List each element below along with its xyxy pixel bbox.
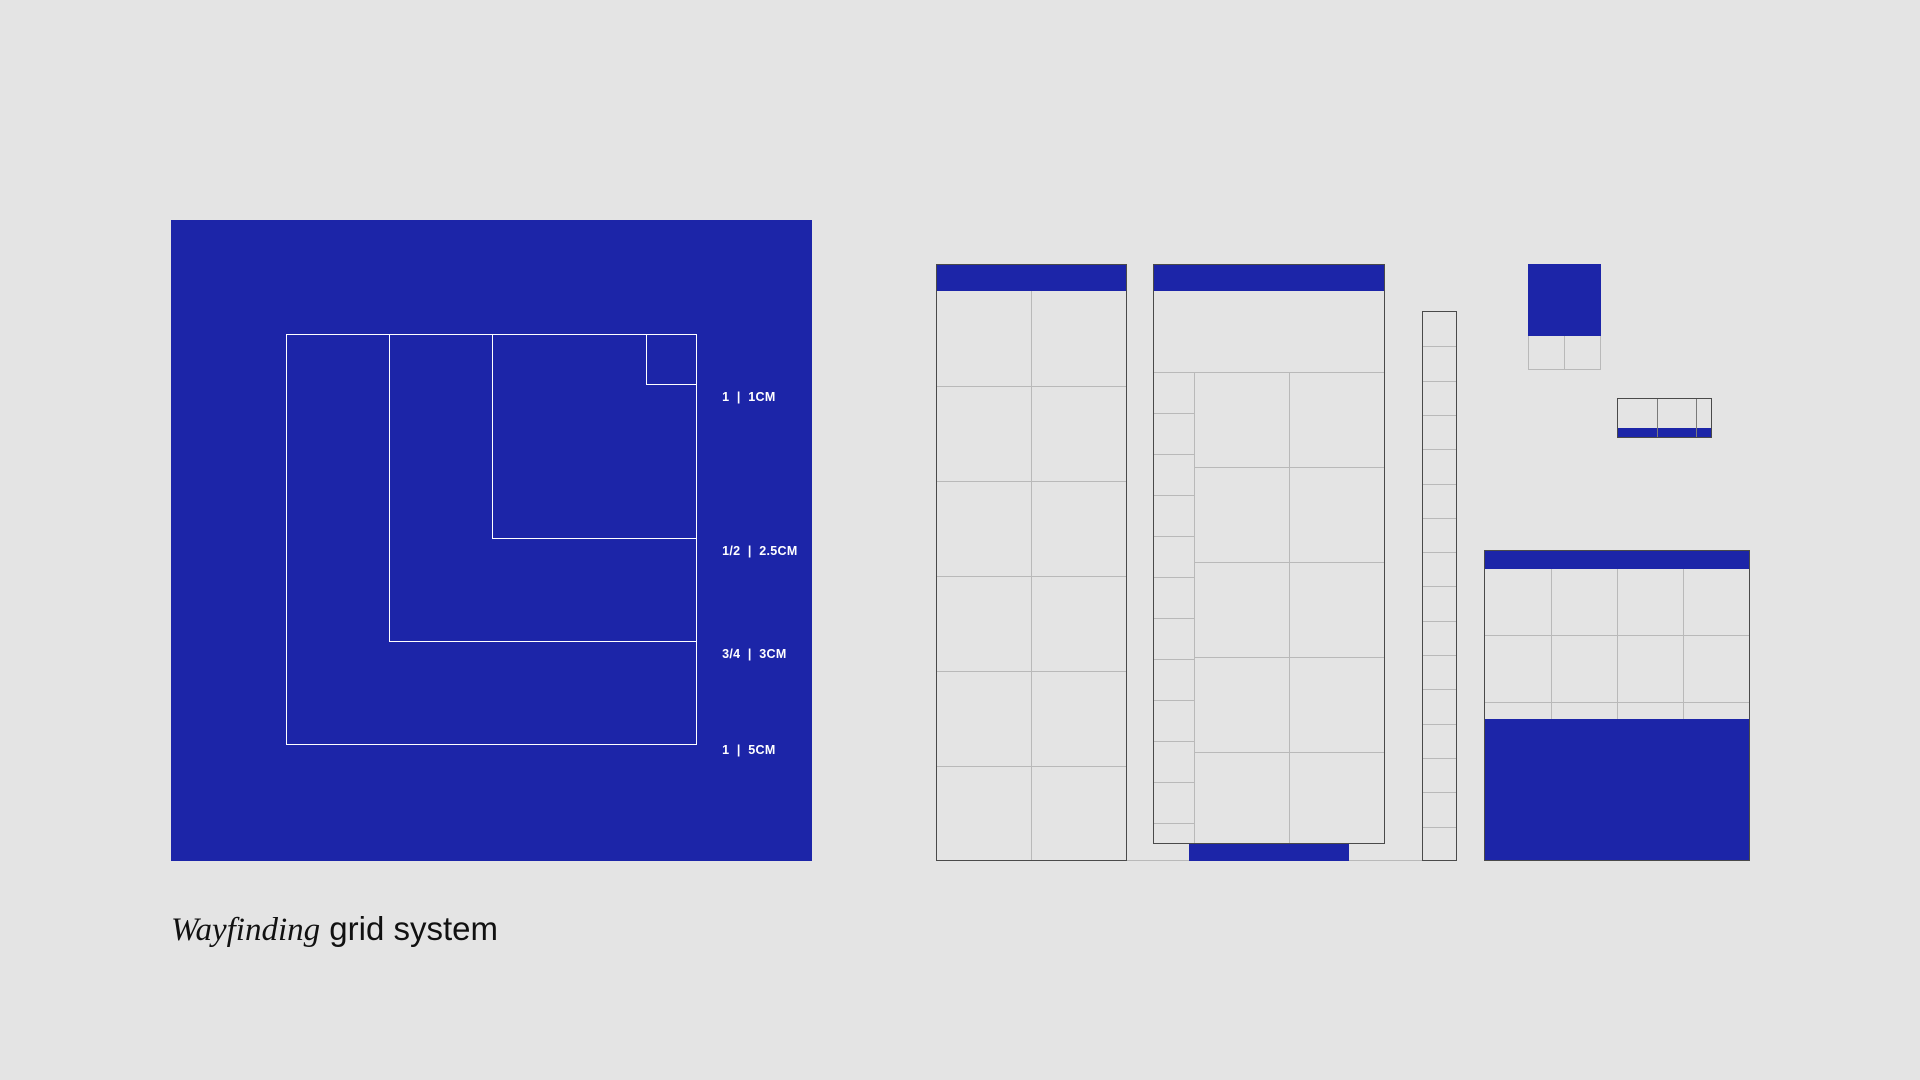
grid-column-line	[1683, 569, 1684, 719]
block-fill	[1528, 264, 1601, 336]
scale-label-2-5cm: 1/2 | 2.5CM	[722, 544, 798, 558]
strip-cell-line	[1423, 758, 1456, 759]
strip-row-line	[1154, 536, 1194, 537]
layout-b-footer-bar	[1189, 844, 1349, 861]
scale-label-5cm: 1 | 5CM	[722, 743, 776, 757]
grid-row-line	[937, 481, 1126, 482]
grid-column-line	[1657, 399, 1658, 437]
scale-label-1cm: 1 | 1CM	[722, 390, 776, 404]
caption-italic: Wayfinding	[171, 912, 321, 948]
strip-cell-line	[1423, 586, 1456, 587]
scale-square-2-5cm	[492, 334, 697, 539]
strip-cell-line	[1423, 792, 1456, 793]
strip-cell-line	[1423, 552, 1456, 553]
strip-cell-line	[1423, 415, 1456, 416]
grid-row-line	[937, 671, 1126, 672]
scale-square-1cm	[646, 334, 697, 385]
grid-column-line	[1696, 399, 1697, 437]
grid-row-line	[1485, 635, 1749, 636]
strip-row-line	[1154, 577, 1194, 578]
grid-row-line	[937, 386, 1126, 387]
grid-row-line	[1194, 752, 1384, 753]
grid-row-line	[1194, 467, 1384, 468]
footer-bar	[1618, 428, 1711, 437]
caption-rest: grid system	[320, 910, 498, 947]
strip-row-line	[1154, 741, 1194, 742]
header-bar	[1485, 551, 1749, 569]
grid-column-line	[1617, 569, 1618, 719]
strip-cell-line	[1423, 518, 1456, 519]
grid-row-line	[1194, 657, 1384, 658]
strip-cell-line	[1423, 621, 1456, 622]
strip-row-line	[1154, 700, 1194, 701]
strip-cell-line	[1423, 689, 1456, 690]
scale-label-3cm: 3/4 | 3CM	[722, 647, 787, 661]
strip-cell-line	[1423, 381, 1456, 382]
sign-layout-d	[1528, 264, 1601, 370]
sign-layout-e	[1617, 398, 1712, 438]
sign-layout-b	[1153, 264, 1385, 844]
strip-row-line	[1154, 454, 1194, 455]
strip-row-line	[1154, 782, 1194, 783]
grid-column-line	[1564, 336, 1565, 369]
strip-cell-line	[1423, 655, 1456, 656]
strip-cell-line	[1423, 449, 1456, 450]
strip-cell-line	[1423, 484, 1456, 485]
sign-layout-a	[936, 264, 1127, 861]
grid-row-line	[937, 766, 1126, 767]
side-strip-line	[1194, 372, 1195, 843]
grid-row-line	[937, 576, 1126, 577]
grid-column-line	[1289, 372, 1290, 843]
strip-row-line	[1154, 413, 1194, 414]
strip-cell-line	[1423, 827, 1456, 828]
header-bar	[1154, 265, 1384, 291]
scale-diagram-panel: 1 | 1CM 1/2 | 2.5CM 3/4 | 3CM 1 | 5CM	[171, 220, 812, 861]
strip-row-line	[1154, 659, 1194, 660]
sign-layout-f	[1484, 550, 1750, 861]
strip-row-line	[1154, 495, 1194, 496]
bottom-block-fill	[1485, 719, 1749, 860]
strip-cell-line	[1423, 724, 1456, 725]
grid-column-line	[1031, 291, 1032, 860]
strip-cell-line	[1423, 346, 1456, 347]
strip-row-line	[1154, 823, 1194, 824]
grid-row-line	[1485, 702, 1749, 703]
sign-layout-c	[1422, 311, 1457, 861]
grid-row-line	[1154, 372, 1384, 373]
caption: Wayfinding grid system	[171, 910, 498, 949]
header-bar	[937, 265, 1126, 291]
grid-row-line	[1194, 562, 1384, 563]
strip-row-line	[1154, 618, 1194, 619]
grid-column-line	[1551, 569, 1552, 719]
